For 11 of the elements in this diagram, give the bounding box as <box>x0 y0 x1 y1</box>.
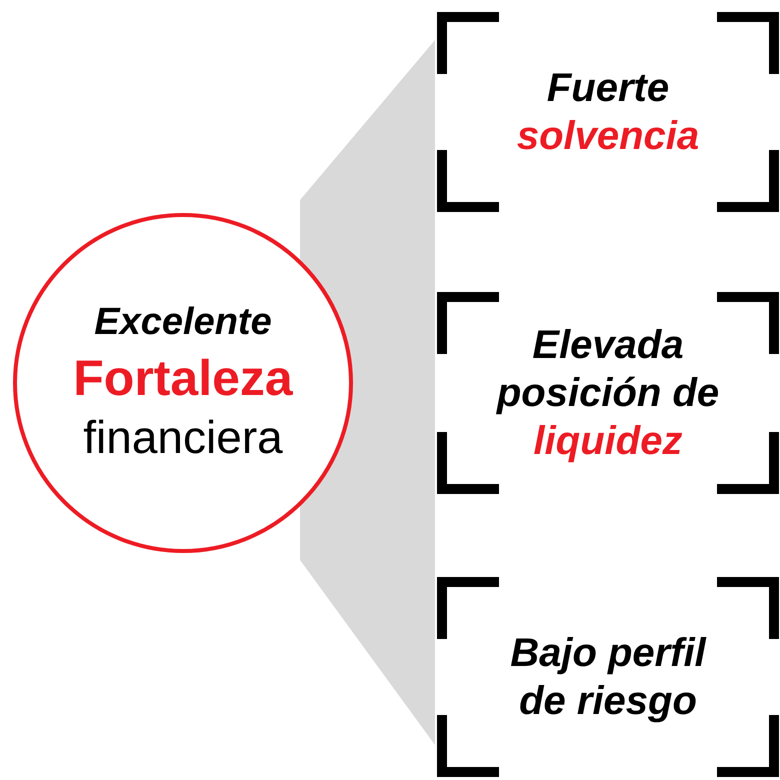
circle-subtitle: financiera <box>83 410 283 466</box>
frame-text: Bajo perfil de riesgo <box>509 630 708 725</box>
bracket-frame <box>437 12 779 212</box>
bracket-frame <box>437 292 779 494</box>
frame-text: solvencia <box>516 113 700 160</box>
frame-text: Fuerte <box>546 65 670 112</box>
frame-text: Elevada posición de <box>495 322 720 417</box>
circle-heading: Excelente <box>94 300 272 346</box>
circle-title: Fortaleza <box>73 348 293 408</box>
bracket-frame <box>437 577 779 777</box>
frame-text: liquidez <box>534 418 682 465</box>
